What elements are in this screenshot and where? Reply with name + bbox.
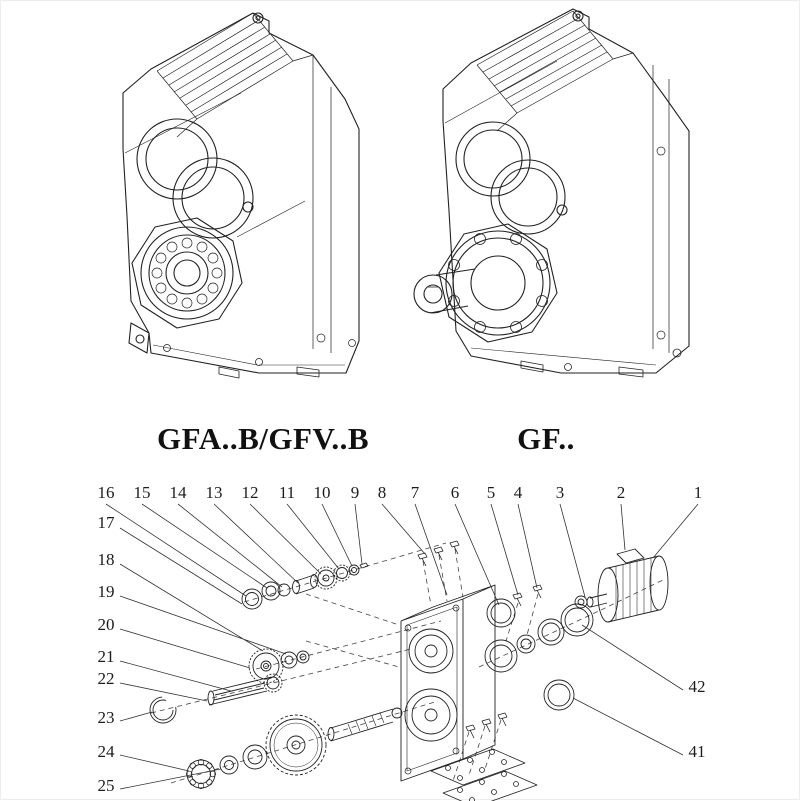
part-number-16: 16 [98, 483, 115, 503]
part-number-21: 21 [98, 647, 115, 667]
part-number-2: 2 [617, 483, 626, 503]
model-label-gf: GF.. [517, 421, 575, 457]
intermediate-gear-parts [150, 649, 309, 723]
part-number-1: 1 [694, 483, 703, 503]
exploded-view-drawing [150, 541, 668, 801]
part-number-5: 5 [487, 483, 496, 503]
part-number-24: 24 [98, 742, 115, 762]
part-number-13: 13 [206, 483, 223, 503]
assembly-axis-lines [151, 543, 665, 783]
part-number-42: 42 [689, 677, 706, 697]
motor [575, 549, 668, 622]
part-number-20: 20 [98, 615, 115, 635]
part-number-41: 41 [689, 742, 706, 762]
output-side-rings [485, 599, 593, 710]
left-gearbox-drawing [123, 13, 359, 378]
part-number-23: 23 [98, 708, 115, 728]
part-number-19: 19 [98, 582, 115, 602]
part-number-6: 6 [451, 483, 460, 503]
part-number-11: 11 [279, 483, 295, 503]
part-number-17: 17 [98, 513, 115, 533]
part-number-14: 14 [170, 483, 187, 503]
part-number-9: 9 [351, 483, 360, 503]
gear-housing [401, 585, 495, 781]
part-number-7: 7 [411, 483, 420, 503]
input-shaft-parts [242, 565, 359, 609]
part-number-18: 18 [98, 550, 115, 570]
model-label-gfa-b-gfv-b: GFA..B/GFV..B [157, 421, 369, 457]
output-gear-parts [186, 708, 402, 789]
part-number-15: 15 [134, 483, 151, 503]
part-number-12: 12 [242, 483, 259, 503]
right-gearbox-drawing [414, 9, 689, 377]
leader-lines [106, 504, 698, 789]
part-number-25: 25 [98, 776, 115, 796]
part-number-4: 4 [514, 483, 523, 503]
bolt-icons [360, 541, 542, 738]
part-number-8: 8 [378, 483, 387, 503]
part-number-22: 22 [98, 669, 115, 689]
part-number-3: 3 [556, 483, 565, 503]
part-number-10: 10 [314, 483, 331, 503]
